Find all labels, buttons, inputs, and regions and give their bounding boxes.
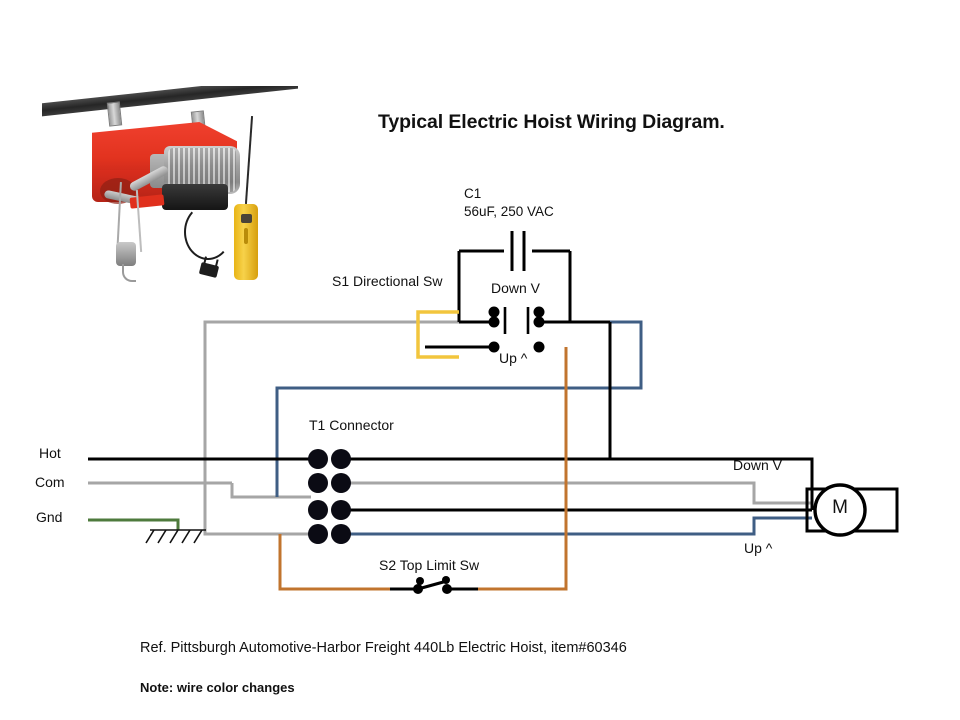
s1-up-label: Up ^ — [499, 350, 528, 366]
s2-contacts[interactable] — [413, 576, 452, 594]
yellow-jumper — [416, 310, 459, 359]
orange-wire-group — [278, 347, 568, 591]
motor-down-label: Down V — [733, 457, 783, 473]
ground-wire-group — [88, 518, 206, 544]
pendant-button — [241, 214, 252, 223]
com-terminal-label: Com — [35, 474, 65, 490]
t1-connector-label: T1 Connector — [309, 417, 394, 433]
com-wire-group — [88, 320, 812, 536]
s2-switch-label: S2 Top Limit Sw — [379, 557, 480, 573]
reference-note: Ref. Pittsburgh Automotive-Harbor Freigh… — [140, 640, 627, 656]
pendant-slot — [244, 228, 248, 244]
capacitor-name-label: C1 — [464, 186, 482, 201]
hook-pulley — [116, 242, 136, 266]
hot-wire-group — [88, 231, 814, 591]
capacitor-spec-label: 56uF, 250 VAC — [464, 204, 554, 219]
t1-connector-dots[interactable] — [308, 449, 351, 544]
power-cord — [184, 204, 232, 260]
motor-up-label: Up ^ — [744, 540, 773, 556]
electric-hoist-photo — [42, 86, 298, 298]
s1-left-pole[interactable] — [488, 306, 507, 353]
gnd-terminal-label: Gnd — [36, 509, 63, 525]
wire-color-note: Note: wire color changes — [140, 680, 295, 695]
page-title: Typical Electric Hoist Wiring Diagram. — [378, 111, 725, 133]
hot-terminal-label: Hot — [39, 445, 61, 461]
motor-symbol — [805, 483, 899, 537]
lift-hook — [122, 264, 136, 282]
s1-right-pole[interactable] — [526, 306, 545, 353]
s1-switch-label: S1 Directional Sw — [332, 273, 443, 289]
motor-letter-label: M — [832, 497, 848, 518]
s1-down-label: Down V — [491, 280, 541, 296]
